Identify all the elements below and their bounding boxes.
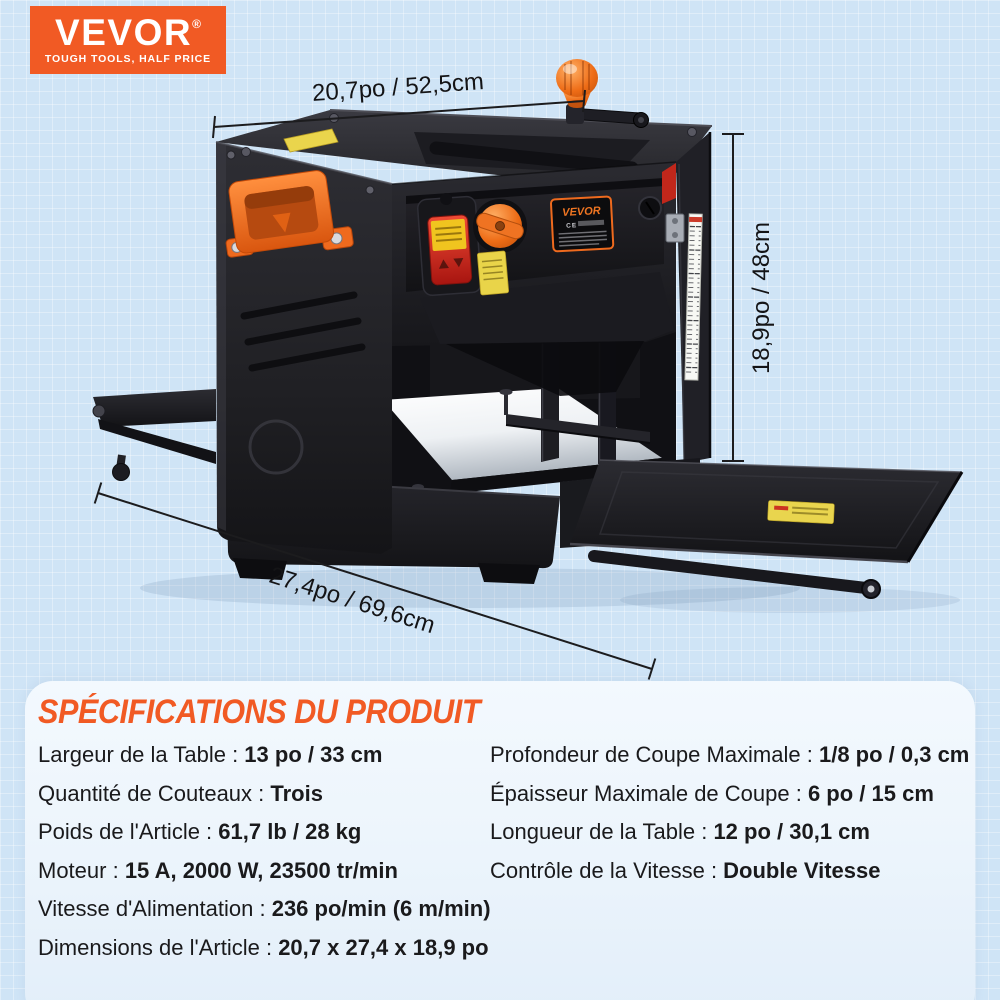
depth-scale-ruler [684, 213, 703, 381]
vevor-logo: VEVOR® TOUGH TOOLS, HALF PRICE [30, 6, 226, 74]
warning-sticker [476, 250, 510, 296]
brand-name: VEVOR® [55, 12, 201, 53]
spec-row: Moteur : 15 A, 2000 W, 23500 tr/min [38, 857, 398, 883]
spec-row: Largeur de la Table : 13 po / 33 cm [38, 742, 383, 767]
power-switch [416, 193, 482, 296]
floor-shadow-right [620, 587, 960, 613]
spec-row: Épaisseur Maximale de Coupe : 6 po / 15 … [490, 780, 934, 806]
stop-lever [662, 163, 676, 204]
vent-slots [240, 291, 366, 372]
left-side-panel [215, 141, 393, 554]
spec-column-left: Largeur de la Table : 13 po / 33 cm Quan… [38, 743, 491, 974]
spec-row: Vitesse d'Alimentation : 236 po/min (6 m… [38, 896, 491, 921]
left-infeed-table [92, 389, 216, 481]
spec-panel: SPÉCIFICATIONS DU PRODUIT Largeur de la … [25, 681, 975, 1000]
side-emboss [248, 419, 304, 475]
elevation-crank [556, 59, 649, 128]
floor-shadow [140, 568, 800, 608]
carry-handle [225, 170, 354, 258]
plate-ce-mark: CE [566, 222, 577, 230]
top-warning-sticker [283, 128, 339, 153]
spec-row: Quantité de Couteaux : Trois [38, 780, 323, 806]
spec-title: SPÉCIFICATIONS DU PRODUIT [38, 693, 481, 731]
spec-row: Poids de l'Article : 61,7 lb / 28 kg [38, 819, 362, 844]
plate-brand-text: VEVOR [562, 205, 601, 219]
spec-row: Dimensions de l'Article : 20,7 x 27,4 x … [38, 934, 489, 960]
dimension-height-label: 18,9po / 48cm [748, 221, 775, 375]
crank-knob-icon [556, 59, 598, 108]
planer-illustration: VEVOR CE [92, 59, 964, 680]
spec-row: Profondeur de Coupe Maximale : 1/8 po / … [490, 742, 970, 767]
brand-tagline: TOUGH TOOLS, HALF PRICE [44, 53, 212, 65]
dimension-lines [93, 89, 744, 680]
brand-plate: VEVOR CE [549, 195, 615, 253]
spec-row: Contrôle de la Vitesse : Double Vitesse [490, 857, 881, 883]
spec-row: Longueur de la Table : 12 po / 30,1 cm [490, 819, 870, 844]
registered-mark: ® [192, 17, 201, 31]
support-rod [588, 550, 872, 594]
depth-dial [473, 199, 527, 253]
scale-bracket [665, 213, 685, 243]
spec-column-right: Profondeur de Coupe Maximale : 1/8 po / … [490, 743, 969, 897]
right-outfeed-table [569, 458, 964, 599]
wing-warning-sticker [767, 500, 835, 524]
front-control-panel: VEVOR CE [391, 161, 685, 396]
